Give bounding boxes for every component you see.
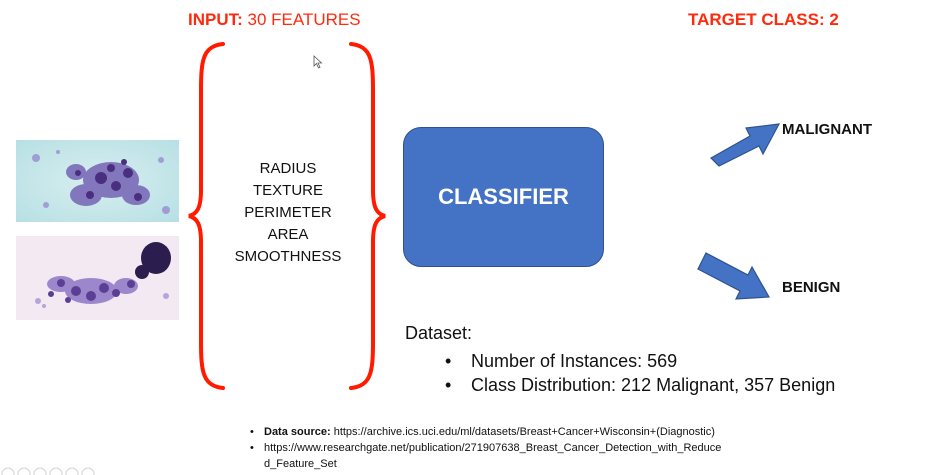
bullet-icon: •	[250, 442, 254, 454]
references: • Data source: https://archive.ics.uci.ed…	[250, 424, 721, 472]
output-benign: BENIGN	[782, 279, 841, 296]
reference-paper: • https://www.researchgate.net/publicatio…	[250, 440, 721, 456]
arrow-up-right-icon	[710, 123, 781, 167]
feature-radius: RADIUS	[259, 160, 317, 177]
classifier-box: CLASSIFIER	[403, 127, 604, 267]
arrow-down-right-icon	[697, 252, 770, 300]
instances-text: Number of Instances: 569	[471, 351, 678, 371]
paper-link-line1[interactable]: https://www.researchgate.net/publication…	[264, 442, 722, 454]
dataset-bullet-list: • Number of Instances: 569 • Class Distrib…	[445, 349, 835, 397]
feature-list: RADIUS TEXTURE PERIMETER AREA SMOOTHNESS	[218, 158, 358, 268]
bullet-icon: •	[250, 426, 254, 438]
classifier-label: CLASSIFIER	[438, 184, 569, 209]
slide-controls	[1, 467, 95, 475]
input-features-title: INPUT: 30 FEATURES	[188, 10, 361, 30]
cell-microscopy-image-2	[16, 236, 179, 320]
dataset-heading: Dataset:	[405, 323, 473, 343]
input-label: INPUT:	[188, 10, 243, 29]
right-curly-brace-icon	[349, 42, 386, 390]
bullet-icon: •	[445, 375, 452, 395]
dataset-bullet-instances: • Number of Instances: 569	[445, 349, 835, 373]
mouse-cursor-icon	[313, 55, 323, 69]
paper-link-line2[interactable]: d_Feature_Set	[264, 458, 337, 470]
distribution-text: Class Distribution: 212 Malignant, 357 B…	[471, 375, 836, 395]
output-malignant: MALIGNANT	[782, 121, 872, 138]
target-class-title: TARGET CLASS: 2	[688, 10, 839, 29]
cell-microscopy-image-1	[16, 140, 179, 222]
reference-data-source: • Data source: https://archive.ics.uci.ed…	[250, 424, 721, 440]
dataset-bullet-distribution: • Class Distribution: 212 Malignant, 357 …	[445, 373, 835, 397]
data-source-label: Data source:	[264, 426, 331, 438]
left-curly-brace-icon	[188, 42, 225, 390]
feature-perimeter: PERIMETER	[244, 204, 332, 221]
data-source-link[interactable]: https://archive.ics.uci.edu/ml/datasets/…	[333, 426, 715, 438]
input-count: 30 FEATURES	[242, 10, 361, 29]
feature-smoothness: SMOOTHNESS	[234, 248, 342, 265]
bullet-icon: •	[445, 351, 452, 371]
feature-area: AREA	[267, 226, 309, 243]
feature-texture: TEXTURE	[252, 182, 323, 199]
reference-paper-cont: d_Feature_Set	[250, 456, 721, 472]
